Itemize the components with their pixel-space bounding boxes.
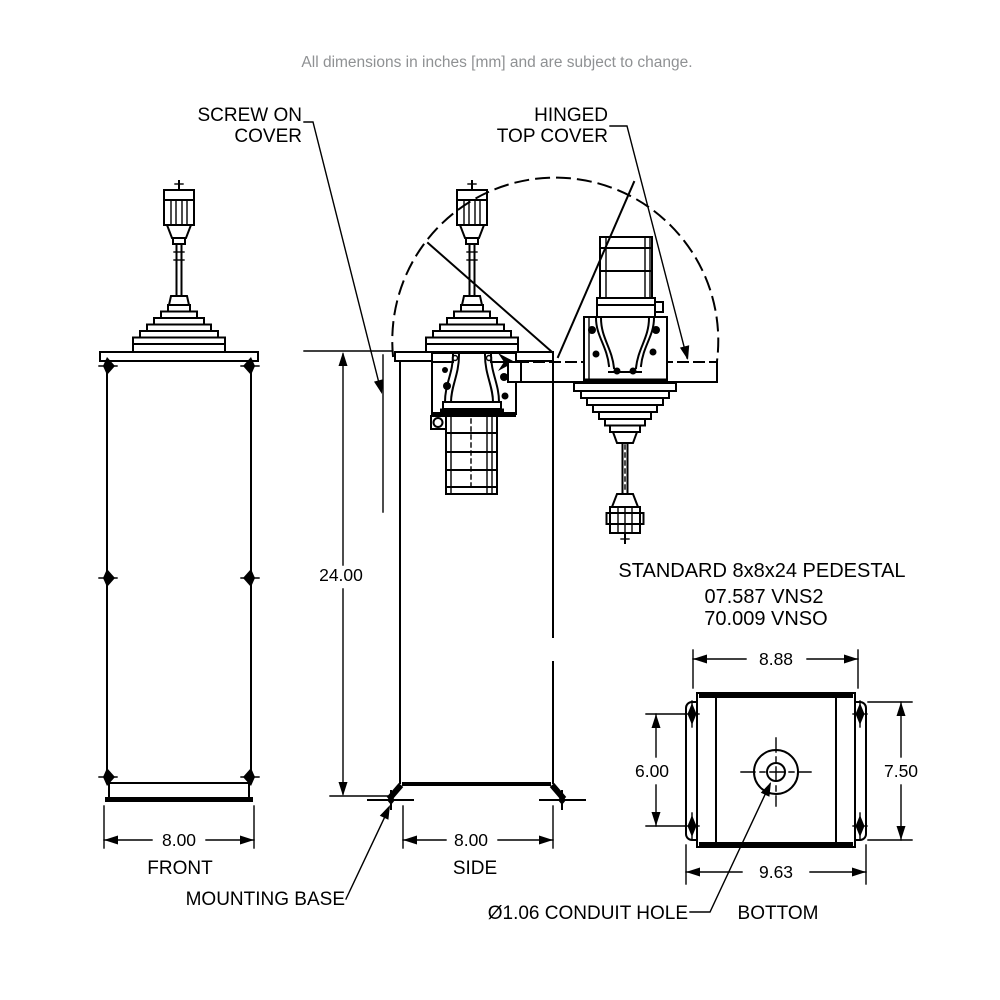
svg-text:6.00: 6.00 — [635, 761, 669, 781]
svg-text:Ø1.06 CONDUIT HOLE: Ø1.06 CONDUIT HOLE — [488, 903, 688, 924]
open-cover-assembly — [391, 176, 720, 544]
front-top-plate — [99, 351, 259, 362]
conduit-hole — [740, 737, 812, 807]
swing-arc — [391, 176, 720, 363]
front-base — [105, 782, 253, 802]
flange-width-dimension: 9.63 — [685, 844, 867, 885]
side-joystick — [425, 180, 519, 353]
hinged-top-cover-callout: HINGED TOP COVER — [497, 105, 690, 360]
bottom-view: 8.88 6.00 7.50 — [635, 649, 918, 924]
hinge-pivot — [498, 353, 515, 371]
title-block: STANDARD 8x8x24 PEDESTAL 07.587 VNS2 70.… — [618, 560, 905, 630]
swing-line-left — [556, 180, 636, 359]
svg-text:8.00: 8.00 — [454, 830, 488, 850]
screw-on-cover-callout: SCREW ON COVER — [198, 105, 384, 513]
svg-text:9.63: 9.63 — [759, 862, 793, 882]
mounting-base-callout: MOUNTING BASE — [186, 805, 390, 910]
pedestal-title: STANDARD 8x8x24 PEDESTAL — [618, 560, 905, 582]
bolt-height-dimension: 6.00 — [635, 713, 685, 827]
svg-text:7.50: 7.50 — [884, 761, 918, 781]
front-view: 8.00 FRONT — [98, 180, 260, 879]
swing-line-right — [426, 241, 554, 354]
side-base — [367, 782, 586, 810]
front-joystick — [132, 180, 226, 353]
part-number-2: 70.009 VNSO — [704, 608, 827, 630]
svg-text:TOP COVER: TOP COVER — [497, 126, 608, 147]
bolt-width-dimension: 8.88 — [692, 649, 859, 689]
part-number-1: 07.587 VNS2 — [705, 586, 824, 608]
bolt-hole-marks — [684, 700, 868, 840]
height-dimension: 24.00 — [303, 350, 393, 797]
flipped-joystick — [573, 236, 677, 544]
bottom-view-label: BOTTOM — [738, 903, 819, 924]
svg-text:SCREW ON: SCREW ON — [198, 105, 303, 126]
side-width-dimension: 8.00 — [402, 805, 554, 850]
svg-text:8.88: 8.88 — [759, 649, 793, 669]
side-cutaway-mechanism — [431, 352, 517, 417]
general-note: All dimensions in inches [mm] and are su… — [301, 54, 692, 71]
front-width-dimension: 8.00 — [103, 805, 255, 850]
svg-text:8.00: 8.00 — [162, 830, 196, 850]
front-edge-marks — [98, 357, 260, 786]
svg-text:MOUNTING BASE: MOUNTING BASE — [186, 889, 345, 910]
side-view: 24.00 8.00 SIDE — [303, 180, 586, 879]
flange-height-dimension: 7.50 — [867, 701, 918, 841]
svg-text:COVER: COVER — [234, 126, 302, 147]
side-view-label: SIDE — [453, 858, 497, 879]
svg-text:24.00: 24.00 — [319, 565, 363, 585]
side-terminal-housing — [430, 415, 498, 495]
conduit-hole-callout: Ø1.06 CONDUIT HOLE — [488, 782, 771, 924]
front-body — [106, 360, 252, 784]
front-view-label: FRONT — [147, 858, 213, 879]
svg-text:HINGED: HINGED — [534, 105, 608, 126]
